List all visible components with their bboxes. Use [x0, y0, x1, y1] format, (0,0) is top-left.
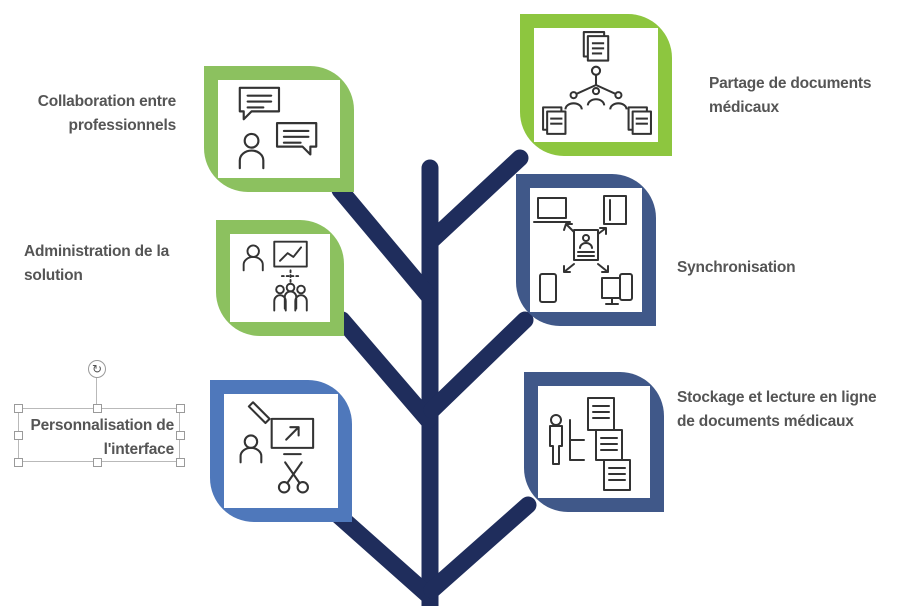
branch-left-bottom — [329, 506, 437, 604]
label-stockage: Stockage et lecture en ligne de document… — [677, 389, 877, 430]
label-collaboration: Collaboration entre professionnels — [37, 93, 176, 134]
branch-left-top — [331, 181, 437, 304]
resize-handle-e[interactable] — [176, 431, 185, 440]
leaf-partage — [520, 14, 672, 156]
presenter-chart-team-icon — [242, 240, 308, 312]
rotate-handle-icon[interactable]: ↻ — [88, 360, 106, 378]
document-sharing-network-icon — [542, 31, 652, 135]
resize-handle-s[interactable] — [93, 458, 102, 467]
resize-handle-ne[interactable] — [176, 404, 185, 413]
multi-device-sync-icon — [533, 195, 633, 305]
leaf-collaboration — [204, 66, 354, 192]
leaf-administration — [216, 220, 344, 336]
person-screen-scissors-icon — [239, 401, 315, 494]
label-personnalisation[interactable]: Personnalisation de l'interface — [30, 417, 175, 458]
resize-handle-se[interactable] — [176, 458, 185, 467]
rotate-stem — [96, 378, 97, 408]
label-partage: Partage de documents médicaux — [709, 75, 872, 116]
leaf-synchronisation — [516, 174, 656, 326]
branch-right-bottom — [423, 496, 537, 599]
chat-bubbles-person-icon — [238, 86, 318, 170]
label-administration: Administration de la solution — [24, 243, 169, 284]
resize-handle-nw[interactable] — [14, 404, 23, 413]
leaf-stockage — [524, 372, 664, 512]
branch-right-top — [423, 149, 529, 249]
resize-handle-w[interactable] — [14, 431, 23, 440]
person-document-stack-icon — [549, 397, 631, 491]
resize-handle-n[interactable] — [93, 404, 102, 413]
leaf-personnalisation — [210, 380, 352, 522]
branch-right-mid — [423, 311, 534, 419]
label-synchronisation: Synchronisation — [677, 259, 796, 276]
resize-handle-sw[interactable] — [14, 458, 23, 467]
branch-left-mid — [333, 311, 437, 429]
